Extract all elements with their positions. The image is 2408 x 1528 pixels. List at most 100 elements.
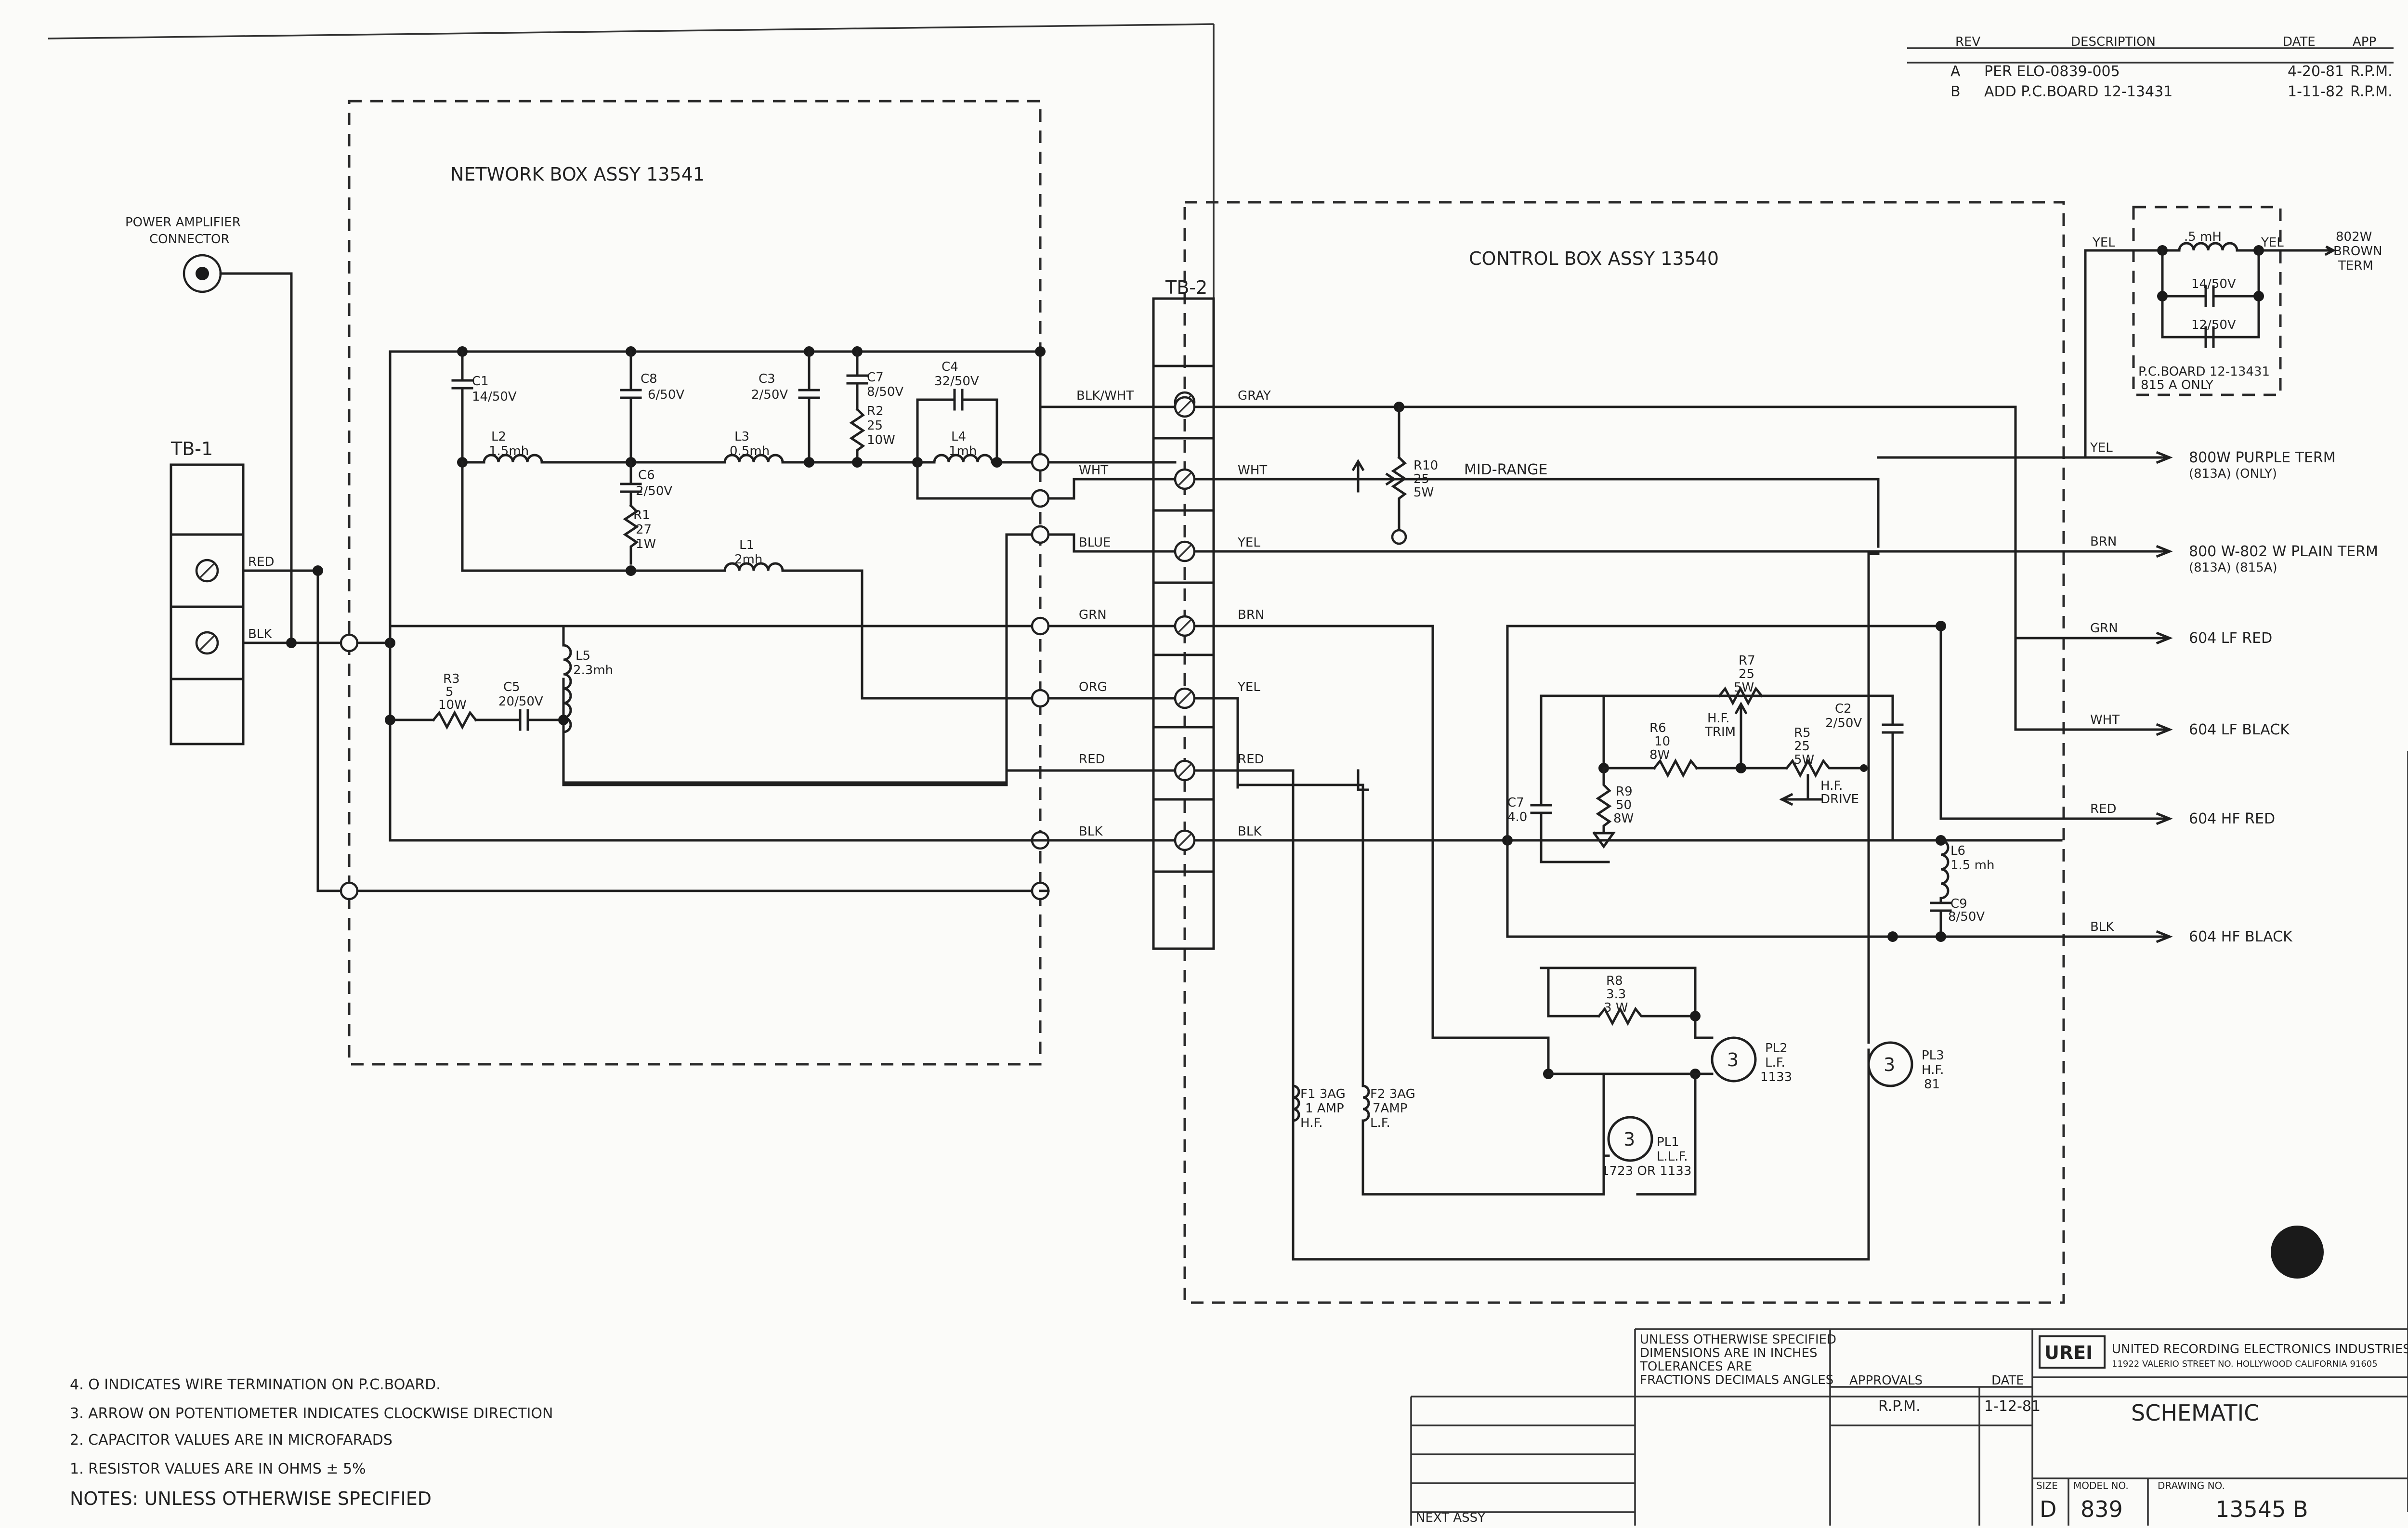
power-amp-label-2: CONNECTOR: [149, 232, 230, 247]
c9-name: C9: [1950, 897, 1967, 911]
c2c-name: C2: [1835, 702, 1852, 716]
r5-name: R5: [1794, 726, 1811, 740]
tb2-screw-slot-1: [1177, 399, 1192, 415]
l2-value: 1.5mh: [489, 444, 529, 458]
inductor-l4: L4 1mh: [916, 430, 1034, 464]
terminal-block-tb1: TB-1 RED BLK: [170, 438, 275, 745]
l5-name: L5: [576, 649, 590, 663]
l4-name: L4: [951, 430, 966, 444]
registration-dot: [2271, 1226, 2324, 1279]
pcb-term-3: TERM: [2338, 259, 2373, 273]
control-box-outline: [1183, 201, 2065, 1304]
pl2-type: L.F.: [1765, 1056, 1785, 1070]
urei-logo: UREI: [2044, 1342, 2093, 1363]
f1-name: F1 3AG: [1300, 1087, 1346, 1101]
f2-name: F2 3AG: [1370, 1087, 1415, 1101]
capacitor-c7-control: C7 4.0: [1507, 764, 1610, 863]
approvals-header: APPROVALS: [1849, 1373, 1923, 1388]
rev-header-app: APP: [2353, 35, 2376, 49]
pcb-term-1: 802W: [2336, 230, 2372, 244]
model-header: MODEL NO.: [2073, 1480, 2129, 1491]
c7n-name: C7: [867, 370, 884, 385]
tb2-screw-terminals: [1174, 396, 1196, 851]
capacitor-c8: C8 6/50V: [620, 350, 684, 464]
c3-name: C3: [759, 372, 775, 386]
pcb-name-1: P.C.BOARD 12-13431: [2138, 365, 2270, 379]
revision-block: REV DESCRIPTION DATE APP A PER ELO-0839-…: [1907, 35, 2394, 100]
hf-drive-2: DRIVE: [1820, 792, 1859, 807]
tb2-screw-slot-7: [1177, 833, 1192, 848]
capacitor-c6: C6 2/50V: [620, 461, 672, 507]
right-wire-1: GRAY: [1238, 389, 1271, 403]
control-box-title: CONTROL BOX ASSY 13540: [1469, 248, 1719, 269]
pl1-number: 1723 OR 1133: [1601, 1164, 1691, 1178]
pcb-name-2: 815 A ONLY: [2141, 378, 2213, 392]
output-wire-color-3: GRN: [2090, 621, 2118, 636]
output-destination-1: 800W PURPLE TERM: [2189, 449, 2336, 466]
output-destination-5: 604 HF RED: [2189, 810, 2275, 827]
company-name: UNITED RECORDING ELECTRONICS INDUSTRIES: [2112, 1342, 2408, 1357]
output-subtitle-1: (813A) (ONLY): [2189, 467, 2277, 481]
left-wire-1: BLK/WHT: [1076, 389, 1134, 403]
tb2-screw-slot-5: [1177, 691, 1192, 706]
left-wire-6: RED: [1079, 752, 1105, 767]
c7n-value: 8/50V: [867, 385, 903, 399]
output-wire-color-6: BLK: [2090, 920, 2114, 934]
output-arrow-1: [2156, 451, 2173, 464]
drawing-title: SCHEMATIC: [2131, 1400, 2259, 1426]
tol-line-2: DIMENSIONS ARE IN INCHES: [1640, 1346, 1818, 1360]
rev-b-letter: B: [1950, 83, 1961, 100]
tb1-blk-label: BLK: [248, 627, 272, 641]
tb2-screw-slot-3: [1177, 544, 1192, 559]
inductor-l6: L6 1.5 mh: [1939, 839, 1994, 900]
pl1-name: PL1: [1657, 1135, 1679, 1149]
network-box-title: NETWORK BOX ASSY 13541: [450, 164, 705, 185]
note-1: 1. RESISTOR VALUES ARE IN OHMS ± 5%: [70, 1461, 366, 1477]
rev-a-by: R.P.M.: [2350, 63, 2393, 80]
pl3-number: 81: [1924, 1077, 1940, 1092]
c6-name: C6: [638, 468, 655, 483]
tb1-label: TB-1: [170, 438, 213, 459]
potentiometer-r10: R10 25 5W MID-RANGE: [1337, 405, 1547, 545]
next-assy-label: NEXT ASSY: [1416, 1511, 1485, 1525]
capacitor-c5: C5 20/50V: [474, 680, 565, 731]
pcb-yel-in: YEL: [2092, 235, 2115, 250]
model-number: 839: [2081, 1496, 2123, 1522]
terminal-block-tb2: TB-2: [1152, 277, 1215, 950]
r6-watt: 8W: [1649, 748, 1670, 762]
right-wire-4: BRN: [1238, 608, 1264, 622]
r1-watt: 1W: [636, 537, 656, 551]
date-header: DATE: [1991, 1373, 2024, 1388]
output-arrow-3: [2156, 631, 2173, 645]
inductor-l3: L3 0.5mh: [723, 430, 784, 464]
r2-name: R2: [867, 404, 884, 418]
r10-watt: 5W: [1413, 485, 1434, 500]
capacitor-c9: C9 8/50V: [1930, 897, 1985, 938]
c5-name: C5: [503, 680, 520, 694]
lamp-pl3: 3 PL3 H.F. 81: [1867, 550, 1944, 1261]
r7-ohms: 25: [1739, 667, 1754, 681]
output-wire-color-5: RED: [2090, 802, 2117, 816]
rev-a-date: 4-20-81: [2288, 63, 2344, 80]
r9-ohms: 50: [1616, 798, 1632, 812]
left-wire-5: ORG: [1079, 680, 1107, 694]
notes-block: 4. O INDICATES WIRE TERMINATION ON P.C.B…: [70, 1376, 553, 1509]
pl3-glyph: 3: [1884, 1054, 1895, 1075]
pl1-glyph: 3: [1623, 1129, 1635, 1150]
power-amp-label-1: POWER AMPLIFIER: [125, 215, 241, 230]
c4-value: 32/50V: [934, 374, 979, 389]
c8-value: 6/50V: [648, 388, 684, 402]
l6-name: L6: [1950, 844, 1965, 858]
pcb-yel-out: YEL: [2261, 235, 2284, 250]
l3-name: L3: [734, 430, 749, 444]
notes-title: NOTES: UNLESS OTHERWISE SPECIFIED: [70, 1488, 432, 1509]
inductor-l1: L1 2mh: [723, 538, 784, 572]
r10-name: R10: [1413, 458, 1438, 473]
r9-watt: 8W: [1613, 811, 1634, 826]
pcb-inductor-value: .5 mH: [2184, 230, 2222, 244]
capacitor-c1: C1 14/50V: [451, 350, 517, 464]
lamp-pl2: 3 PL2 L.F. 1133: [1711, 1036, 1792, 1084]
r7-name: R7: [1739, 653, 1755, 668]
right-wire-3: YEL: [1237, 535, 1260, 550]
